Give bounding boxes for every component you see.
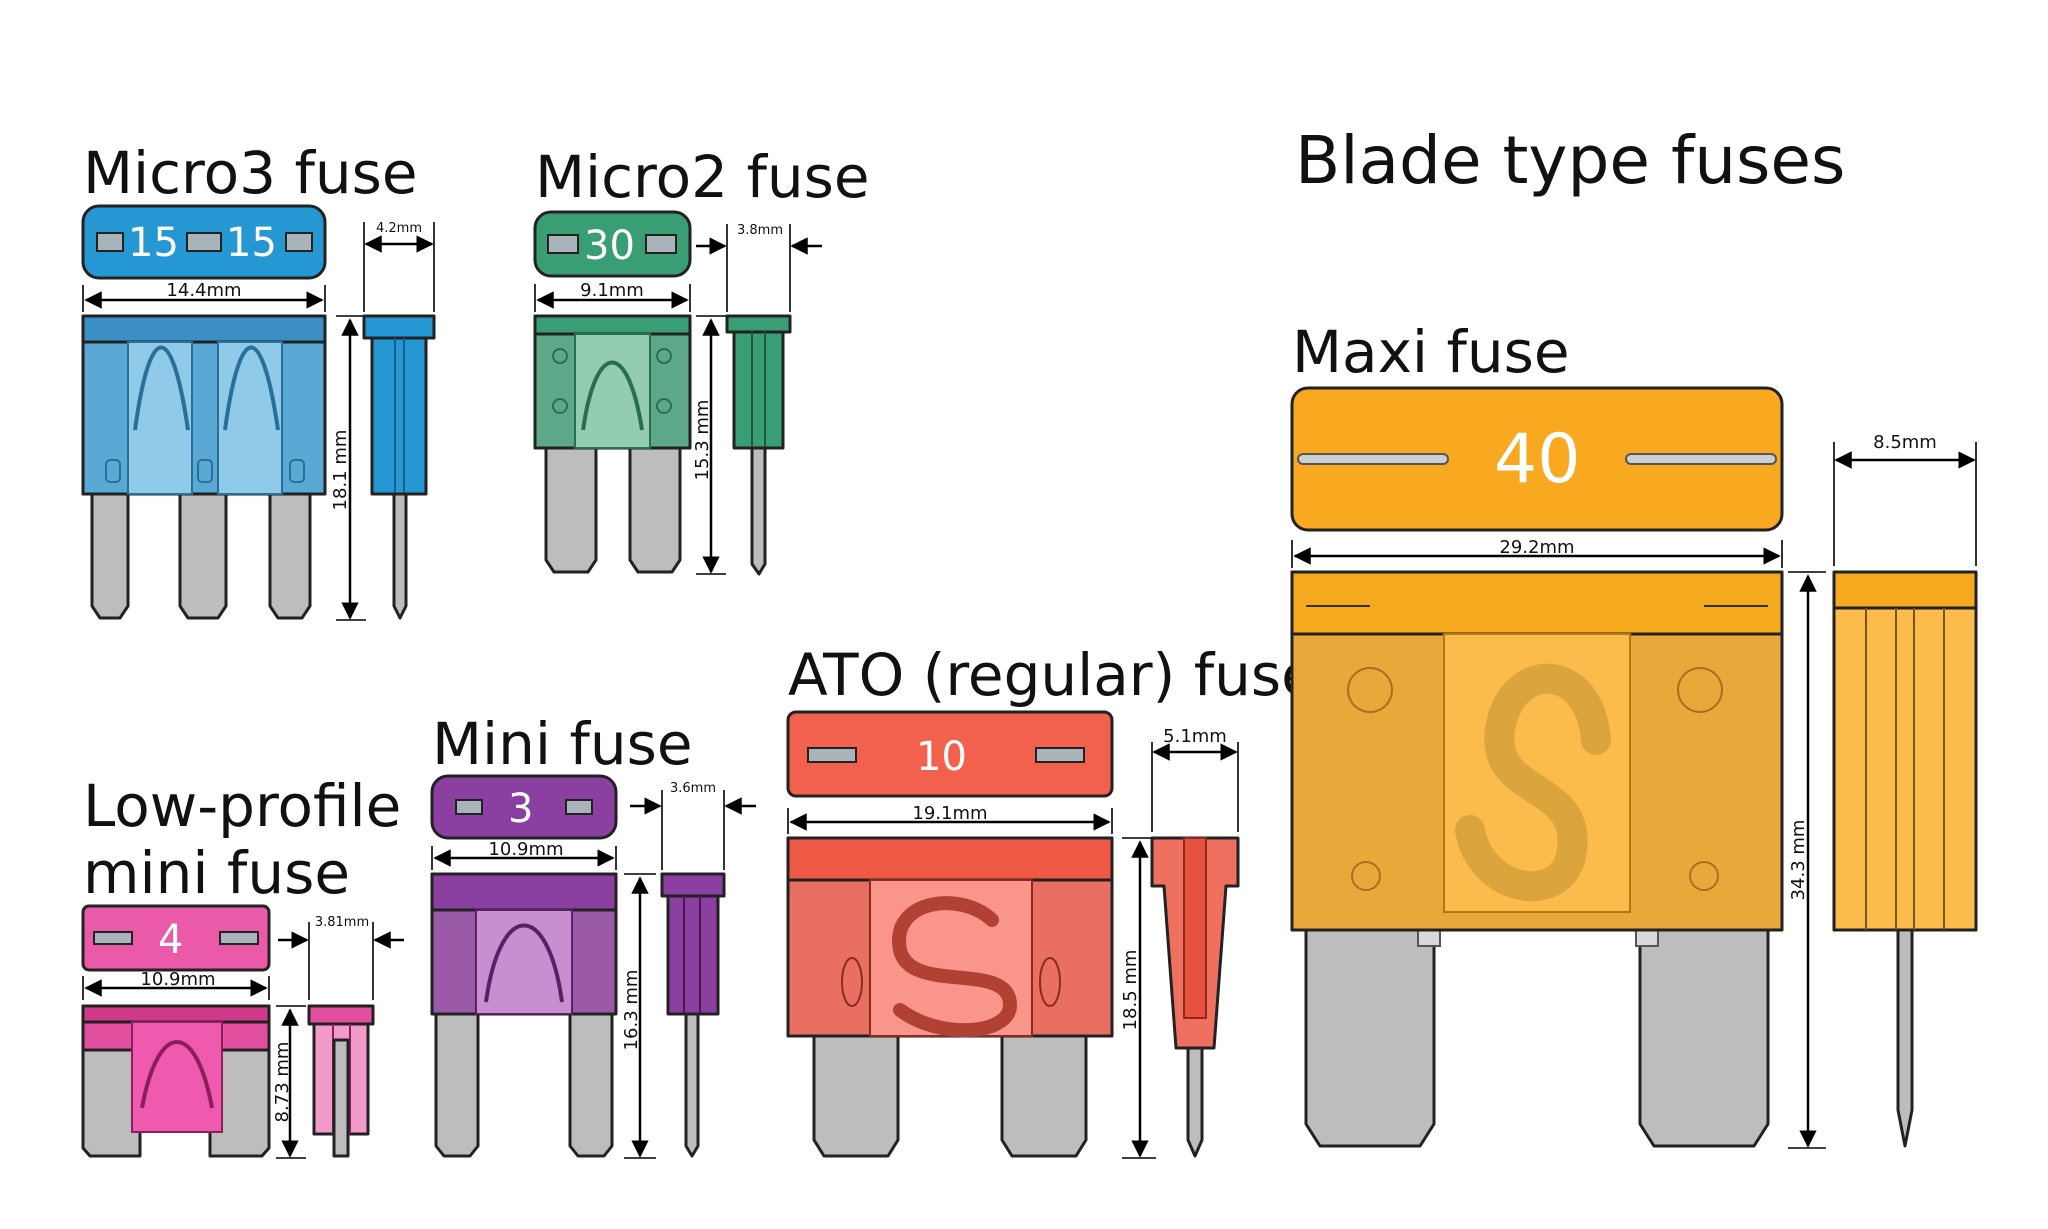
lowprofile-top-view xyxy=(81,904,271,972)
lowprofile-title-line1: Low-profile xyxy=(83,772,401,840)
ato-thickness-label: 5.1mm xyxy=(1163,726,1227,747)
micro2-fuse: Micro2 fuse 30 9.1mm 15.3 mm xyxy=(533,143,870,576)
mini-width-label: 10.9mm xyxy=(488,839,563,860)
micro3-rating-2: 15 xyxy=(226,220,277,266)
micro2-title: Micro2 fuse xyxy=(535,143,870,211)
lowprofile-side-view xyxy=(307,1004,375,1026)
mini-top-view xyxy=(430,774,618,840)
mini-title: Mini fuse xyxy=(432,710,693,778)
maxi-top-view xyxy=(1290,386,1784,532)
mini-height-label: 16.3 mm xyxy=(621,970,642,1051)
lowprofile-width-label: 10.9mm xyxy=(140,969,215,990)
micro3-front-view xyxy=(81,314,327,496)
micro3-side-view xyxy=(362,314,436,340)
micro2-top-view xyxy=(533,210,692,278)
micro3-height-label: 18.1 mm xyxy=(330,430,351,511)
maxi-fuse: Maxi fuse 40 29.2mm 34.3 mm xyxy=(1290,318,1978,1149)
lowprofile-height-label: 8.73 mm xyxy=(272,1042,293,1123)
maxi-thickness-label: 8.5mm xyxy=(1873,432,1937,453)
micro3-width-label: 14.4mm xyxy=(166,280,241,301)
micro2-thickness-label: 3.8mm xyxy=(737,223,783,238)
maxi-title: Maxi fuse xyxy=(1292,318,1570,386)
ato-fuse: ATO (regular) fuse 10 19.1mm 18.5 mm 5.1… xyxy=(786,641,1317,1159)
mini-side-view xyxy=(660,872,726,898)
micro2-side-view xyxy=(725,314,792,334)
micro3-title: Micro3 fuse xyxy=(83,139,418,207)
mini-fuse: Mini fuse 3 10.9mm 16.3 mm 3.6mm xyxy=(430,710,756,1159)
lowprofile-rating: 4 xyxy=(158,917,183,963)
ato-top-view xyxy=(786,710,1114,798)
micro2-width-label: 9.1mm xyxy=(580,280,644,301)
lowprofile-fuse: Low-profile mini fuse 4 10.9mm 8.73 mm 3… xyxy=(81,772,404,1159)
maxi-rating: 40 xyxy=(1494,420,1581,499)
micro3-fuse: Micro3 fuse 15 15 14.4mm 18.1 mm xyxy=(81,139,436,621)
maxi-height-label: 34.3 mm xyxy=(1788,820,1809,901)
lowprofile-thickness-label: 3.81mm xyxy=(315,915,369,930)
mini-thickness-label: 3.6mm xyxy=(670,781,716,796)
maxi-side-view xyxy=(1832,570,1978,610)
lowprofile-title-line2: mini fuse xyxy=(83,839,350,907)
main-title: Blade type fuses xyxy=(1295,122,1845,199)
micro3-thickness-label: 4.2mm xyxy=(376,221,422,236)
ato-title: ATO (regular) fuse xyxy=(788,641,1317,709)
ato-height-label: 18.5 mm xyxy=(1120,950,1141,1031)
mini-rating: 3 xyxy=(508,786,533,832)
ato-rating: 10 xyxy=(916,734,967,780)
maxi-width-label: 29.2mm xyxy=(1499,537,1574,558)
micro2-rating: 30 xyxy=(584,223,635,269)
ato-width-label: 19.1mm xyxy=(912,803,987,824)
micro3-rating-1: 15 xyxy=(128,220,179,266)
micro2-height-label: 15.3 mm xyxy=(692,400,713,481)
